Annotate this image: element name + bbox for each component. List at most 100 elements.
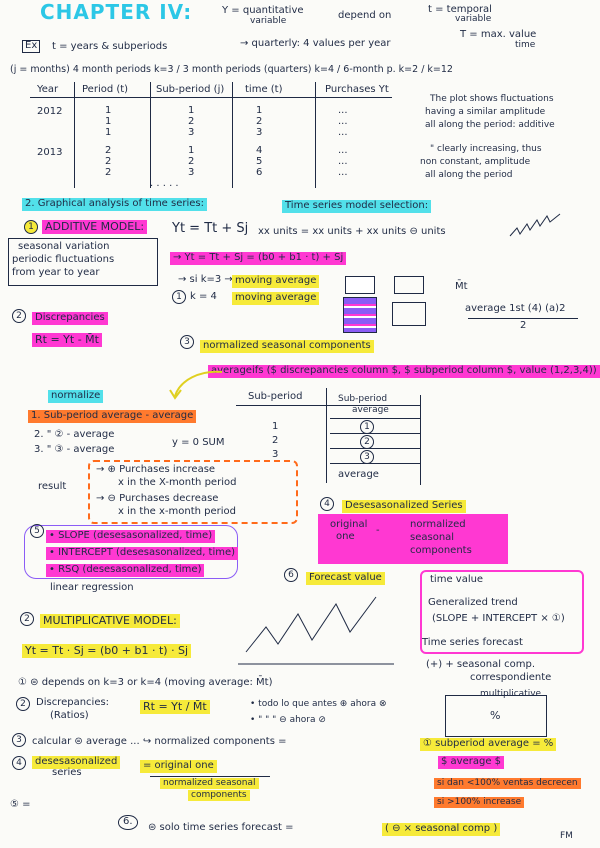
mult-step4-a: desesasonalized: [32, 756, 121, 769]
mult-step3-b: ① subperiod average = %: [420, 738, 557, 751]
example-line1: t = years & subperiods: [52, 41, 168, 52]
deseason-minus: -: [376, 525, 380, 536]
example-label: Ex: [22, 40, 41, 53]
table-cell: ...: [338, 116, 348, 127]
additive-number: 1: [24, 220, 38, 234]
mult-step2-num: 2: [16, 697, 30, 711]
table-cell: ...: [338, 105, 348, 116]
mult-step4-num: 4: [12, 756, 26, 770]
multiplicative-label: MULTIPLICATIVE MODEL:: [40, 614, 180, 628]
k3-moving-average: moving average: [232, 275, 320, 288]
deseason-norm-3: components: [410, 545, 472, 556]
normalize-step3: 3. " ③ - average: [34, 444, 115, 455]
y-definition: Y = quantitative: [222, 5, 304, 16]
quarterly-note: → quarterly: 4 values per year: [240, 38, 391, 49]
si-increase: si >100% increase: [434, 797, 525, 809]
table-cell: ...: [338, 127, 348, 138]
th-year: Year: [37, 84, 59, 95]
mult-step6-num: 6.: [118, 815, 138, 830]
note-line: all along the period: [425, 170, 513, 180]
mult-step4-c: = original one: [140, 760, 217, 773]
result-box: [88, 460, 298, 524]
deseason-original: original: [330, 519, 368, 530]
disc-number: 2: [12, 309, 26, 323]
additive-formula2: → Yt = Tt + Sj = (b0 + b1 · t) + Sj: [170, 252, 347, 265]
avg-formula: average 1st (4) (a)2: [465, 303, 566, 314]
grid-sketch: [394, 276, 424, 294]
table-cell: 3: [188, 127, 195, 138]
mult-step4-e: components: [188, 790, 250, 802]
seasonal-box: [8, 238, 158, 286]
mult-step6-b: ( ⊖ × seasonal comp ): [382, 823, 501, 836]
norm-number: 3: [180, 335, 194, 349]
th-subperiod: Sub-period (j): [156, 84, 225, 95]
table-cell: 3: [272, 449, 279, 460]
table-cell: 2: [105, 156, 112, 167]
decrease-text: x in the x-month period: [118, 506, 236, 517]
result-label: result: [38, 481, 67, 492]
percent-symbol: %: [490, 709, 501, 722]
reg-number: 5: [30, 524, 44, 538]
seasonal-text: periodic fluctuations: [12, 254, 115, 265]
seasonal-text: seasonal variation: [18, 241, 110, 252]
mult-step6: ⊜ solo time series forecast =: [148, 822, 294, 833]
table-dots: . . . . .: [150, 178, 179, 189]
table-cell: 2: [105, 167, 112, 178]
mult-step4-d: normalized seasonal: [160, 778, 259, 790]
table-cell: 1: [105, 105, 112, 116]
time-value: time value: [430, 574, 484, 585]
decrease-text: → ⊖ Purchases decrease: [96, 493, 219, 504]
note-line: non constant, amplitude: [420, 157, 531, 167]
table-cell: 2: [256, 116, 263, 127]
mult-step2: Discrepancies:: [36, 697, 110, 708]
additive-label: ADDITIVE MODEL:: [42, 220, 148, 234]
avg-denominator: 2: [520, 320, 527, 331]
correspondiente: correspondiente: [470, 672, 552, 683]
mt-label: M̄t: [455, 281, 468, 292]
additive-formula: Yt = Tt + Sj: [172, 221, 249, 236]
section2-heading2: Time series model selection:: [282, 200, 432, 213]
deseason-number: 4: [320, 497, 334, 511]
table-cell: 5: [256, 156, 263, 167]
row-circle: 3: [360, 450, 374, 464]
deseason-box: [318, 514, 508, 564]
table-cell: 1: [188, 105, 195, 116]
table-cell: ...: [338, 156, 348, 167]
table-cell: 1: [272, 421, 279, 432]
table-cell: 2: [188, 116, 195, 127]
section2-heading: 2. Graphical analysis of time series:: [22, 198, 207, 211]
normalized-heading: normalized seasonal components: [200, 340, 374, 353]
mult-step4-b: series: [52, 767, 82, 778]
grid-sketch: [345, 276, 375, 294]
todo-line: • todo lo que antes ⊕ ahora ⊗: [250, 699, 387, 709]
chapter-title: CHAPTER IV:: [40, 0, 193, 24]
grid-sketch-colored: [343, 297, 377, 333]
th-period: Period (t): [82, 84, 129, 95]
deseason-label: Desesasonalized Series: [342, 500, 466, 513]
discrepancies-formula: Rt = Yt - M̄t: [32, 333, 102, 347]
table-cell: 1: [105, 116, 112, 127]
example-line2: (j = months) 4 month periods k=3 / 3 mon…: [10, 64, 453, 75]
k4-label: k = 4: [190, 291, 217, 302]
mult-step2b: (Ratios): [50, 710, 89, 721]
t-definition: t = temporal: [428, 4, 492, 15]
forecast-number: 6: [284, 568, 298, 582]
t-max: T = max. value: [460, 29, 537, 40]
k4-moving-average: moving average: [232, 292, 320, 305]
note-line: having a similar amplitude: [425, 107, 546, 117]
mult-step3-num: 3: [12, 733, 26, 747]
intercept-formula: • INTERCEPT (desesasonalized, time): [46, 547, 239, 560]
mult-step3-c: $ average $: [438, 756, 505, 769]
table-cell: 1: [188, 145, 195, 156]
additive-sketch-icon: [509, 213, 561, 237]
table-cell: 2: [105, 145, 112, 156]
note-line: " clearly increasing, thus: [430, 144, 542, 154]
multiplicative-formula: Yt = Tt · Sj = (b0 + b1 · t) · Sj: [22, 644, 192, 658]
table-cell: 4: [256, 145, 263, 156]
todo-line2: • " " " ⊖ ahora ⊘: [250, 715, 326, 725]
table-cell: 2: [272, 435, 279, 446]
seasonal-text: from year to year: [12, 267, 100, 278]
row-circle: 2: [360, 435, 374, 449]
increase-text: x in the X-month period: [118, 477, 237, 488]
table-cell: 6: [256, 167, 263, 178]
